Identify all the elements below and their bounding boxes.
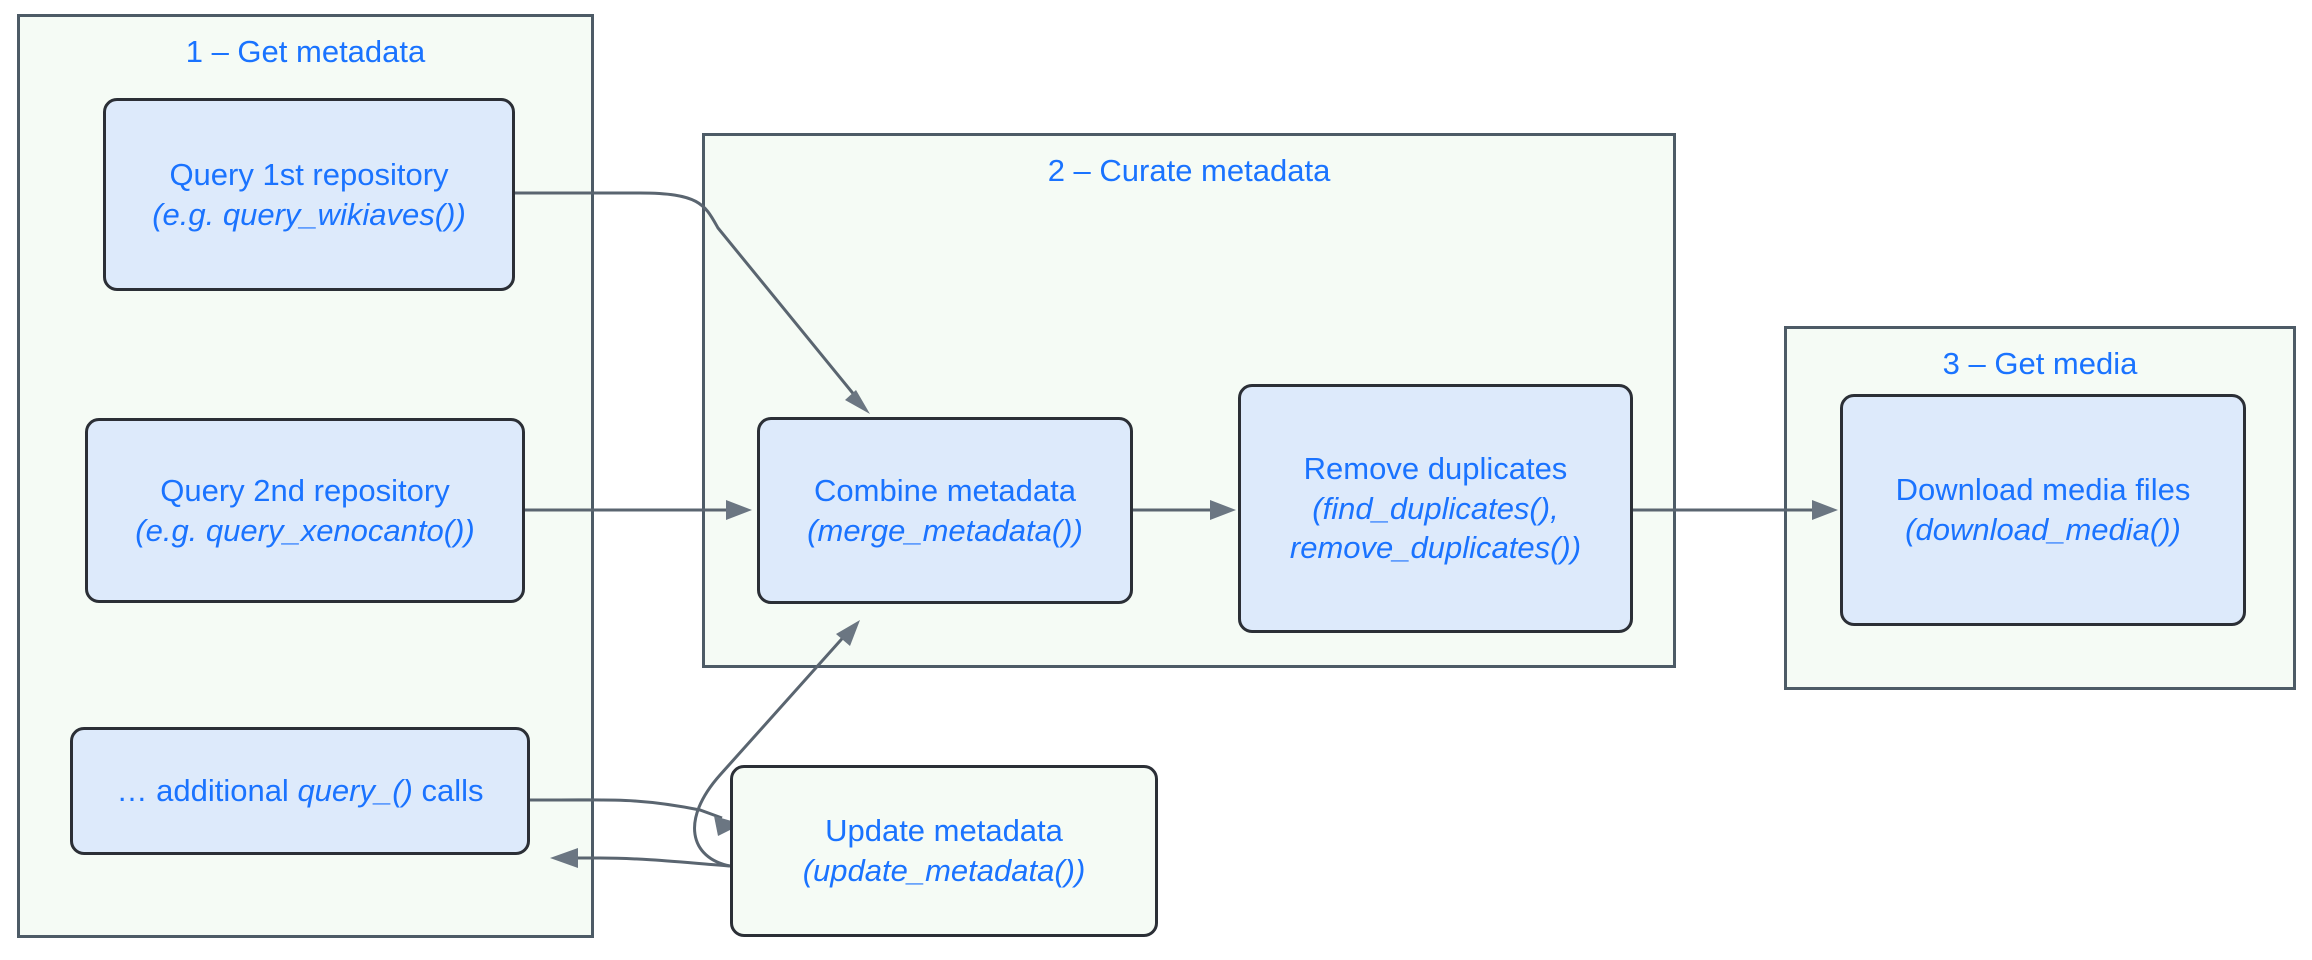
group-3-title: 3 – Get media: [1942, 346, 2138, 381]
node-query-2nd-repository-line1: Query 2nd repository: [160, 472, 450, 508]
node-combine-metadata-line1: Combine metadata: [814, 472, 1076, 508]
node-query-1st-repository-line1: Query 1st repository: [169, 156, 449, 192]
additional-suffix: calls: [412, 773, 484, 809]
node-download-media-files[interactable]: Download media files (download_media()): [1840, 394, 2246, 626]
node-remove-duplicates-line2: (find_duplicates(),: [1312, 490, 1559, 526]
node-query-2nd-repository[interactable]: Query 2nd repository (e.g. query_xenocan…: [85, 418, 525, 603]
node-additional-query-calls-line1: … additional query_() calls: [116, 771, 483, 811]
node-query-1st-repository-line2: (e.g. query_wikiaves()): [152, 196, 466, 232]
node-combine-metadata[interactable]: Combine metadata (merge_metadata()): [757, 417, 1133, 604]
node-download-media-files-line1: Download media files: [1895, 472, 2191, 508]
node-remove-duplicates-line1: Remove duplicates: [1303, 450, 1568, 486]
node-combine-metadata-line2: (merge_metadata()): [807, 512, 1083, 548]
group-1-title: 1 – Get metadata: [185, 34, 426, 69]
node-additional-query-calls[interactable]: … additional query_() calls: [70, 727, 530, 855]
additional-code: query_(): [297, 773, 413, 809]
node-update-metadata-line2: (update_metadata()): [802, 853, 1086, 888]
node-remove-duplicates[interactable]: Remove duplicates (find_duplicates(), re…: [1238, 384, 1633, 633]
node-update-metadata-line1: Update metadata: [825, 813, 1063, 849]
node-query-2nd-repository-line2: (e.g. query_xenocanto()): [135, 512, 475, 548]
node-download-media-files-line2: (download_media()): [1905, 512, 2181, 547]
node-remove-duplicates-line3: remove_duplicates()): [1289, 530, 1582, 566]
node-query-1st-repository[interactable]: Query 1st repository (e.g. query_wikiave…: [103, 98, 515, 291]
node-update-metadata[interactable]: Update metadata (update_metadata()): [730, 765, 1158, 937]
additional-prefix: … additional: [116, 773, 298, 809]
group-2-title: 2 – Curate metadata: [1047, 153, 1331, 188]
